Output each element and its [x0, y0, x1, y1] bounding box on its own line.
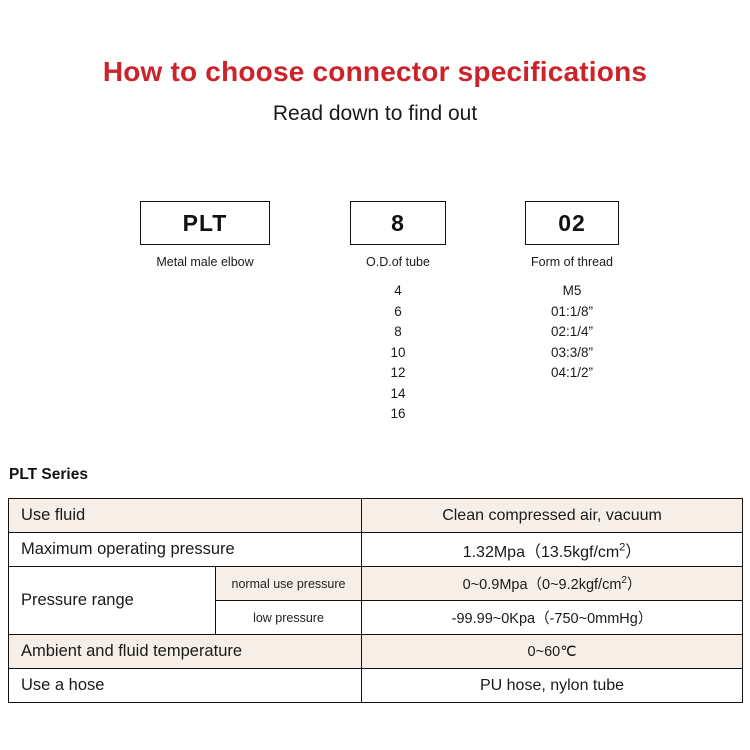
code-option: 4: [394, 283, 402, 298]
spec-label: Pressure range: [8, 566, 216, 635]
code-option: 16: [390, 406, 406, 421]
code-box-tube-od: 8: [350, 201, 446, 245]
spec-label: Ambient and fluid temperature: [7, 634, 363, 669]
series-heading: PLT Series: [9, 466, 88, 483]
spec-label: Use a hose: [7, 668, 363, 703]
spec-value: PU hose, nylon tube: [361, 668, 744, 703]
spec-label: Maximum operating pressure: [7, 532, 363, 567]
code-option: 6: [394, 303, 402, 319]
code-column-series: PLT Metal male elbow: [140, 201, 270, 281]
code-box-thread-form: 02: [525, 201, 619, 245]
code-option: M5: [562, 283, 582, 298]
code-option: 03:3/8”: [550, 344, 594, 360]
table-row: low pressure-99.99~0Kpa（-750~0mmHg）: [9, 600, 744, 635]
spec-label: Use fluid: [7, 498, 363, 533]
spec-value: 1.32Mpa（13.5kgf/cm2）: [361, 532, 744, 567]
code-option: 12: [390, 365, 406, 380]
code-option: 14: [390, 385, 406, 401]
code-caption-series: Metal male elbow: [156, 255, 254, 269]
code-options-thread-form: M5 01:1/8” 02:1/4” 03:3/8” 04:1/2”: [525, 281, 619, 384]
spec-value: 0~60℃: [361, 634, 744, 669]
code-box-series: PLT: [140, 201, 270, 245]
spec-value: Clean compressed air, vacuum: [361, 498, 744, 533]
code-caption-tube-od: O.D.of tube: [366, 255, 430, 269]
code-option: 01:1/8”: [550, 303, 594, 319]
spec-value: 0~0.9Mpa（0~9.2kgf/cm2）: [361, 566, 744, 601]
code-value-series: PLT: [182, 209, 228, 236]
code-value-thread-form: 02: [558, 209, 586, 236]
code-option: 04:1/2”: [550, 365, 594, 380]
spec-sublabel: normal use pressure: [214, 566, 363, 601]
code-column-thread-form: 02 Form of thread M5 01:1/8” 02:1/4” 03:3/8…: [525, 201, 619, 384]
code-option: 8: [394, 324, 402, 339]
code-column-tube-od: 8 O.D.of tube 4 6 8 10 12 14 16: [350, 201, 446, 425]
code-caption-thread-form: Form of thread: [531, 255, 613, 269]
code-value-tube-od: 8: [391, 209, 405, 236]
page-title: How to choose connector specifications: [102, 56, 648, 87]
code-option: 02:1/4”: [550, 324, 594, 339]
code-option: 10: [390, 344, 406, 360]
page-subtitle: Read down to find out: [272, 102, 478, 125]
spec-value: -99.99~0Kpa（-750~0mmHg）: [361, 600, 744, 635]
spec-sublabel: low pressure: [214, 600, 363, 635]
code-breakdown: PLT Metal male elbow 8 O.D.of tube 4 6 8 10…: [0, 201, 750, 451]
code-options-tube-od: 4 6 8 10 12 14 16: [350, 281, 446, 425]
